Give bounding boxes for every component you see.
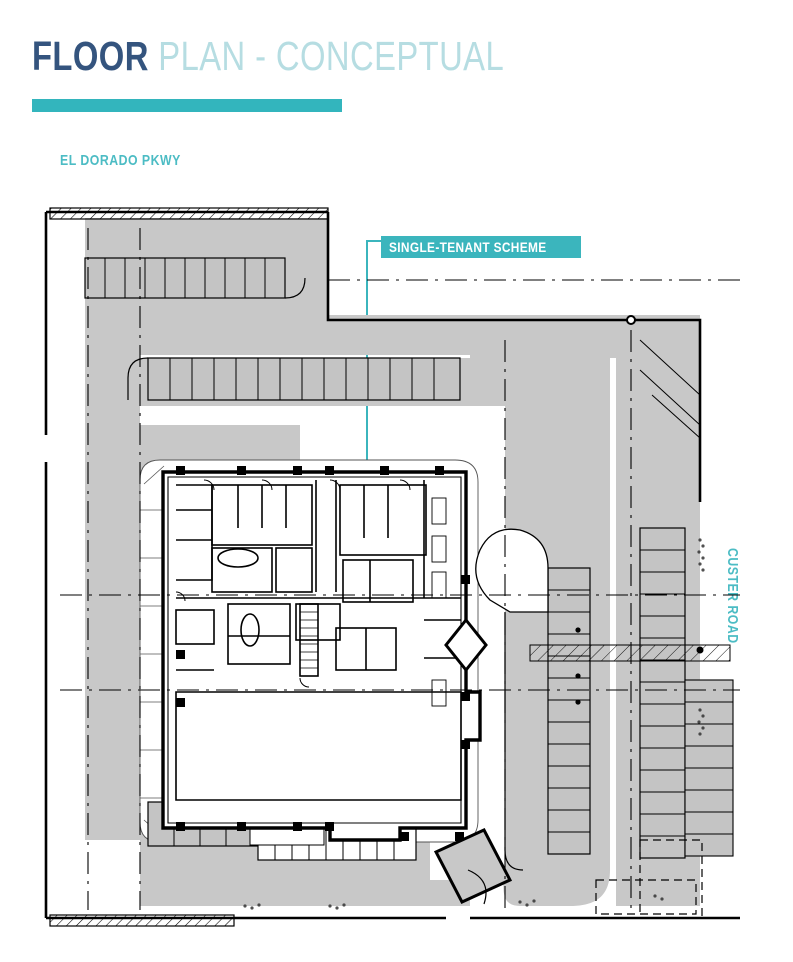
- structural-columns: [176, 466, 470, 841]
- site-node-marker: [626, 315, 636, 325]
- striped-crossing-band: [529, 644, 731, 662]
- main-entry-plaza: [433, 828, 513, 905]
- page-title: FLOOR PLAN - CONCEPTUAL: [32, 34, 592, 114]
- callout-label: SINGLE-TENANT SCHEME: [389, 239, 547, 255]
- title-primary: FLOOR: [32, 33, 149, 79]
- landscape-shrubs: [243, 538, 705, 910]
- street-label-el-dorado-pkwy: EL DORADO PKWY: [60, 152, 181, 169]
- sidewalk-hatch-north: [49, 207, 329, 220]
- ne-striping: [639, 339, 701, 439]
- easement-outlines: [595, 839, 703, 919]
- site-plan-drawing: [0, 180, 793, 950]
- interior-partitions: [175, 480, 462, 801]
- site-plan-svg: [44, 207, 740, 927]
- callout-leader-line: [366, 240, 384, 472]
- property-lines: [60, 228, 740, 910]
- title-accent-rule: [32, 99, 342, 112]
- east-parking-row-outer: [639, 527, 734, 859]
- site-node-marker-east: [696, 646, 704, 654]
- east-parking-row-inner: [547, 567, 591, 855]
- building-footprint: [161, 470, 482, 842]
- title-text: FLOOR PLAN - CONCEPTUAL: [32, 33, 504, 79]
- east-entry-vestibule: [444, 617, 488, 673]
- north-parking-row: [84, 257, 286, 299]
- callout-single-tenant-scheme: SINGLE-TENANT SCHEME: [381, 236, 582, 258]
- second-parking-row: [127, 357, 461, 401]
- accessible-stall-symbols: [575, 627, 581, 705]
- sidewalk-hatch-south: [49, 914, 235, 927]
- title-secondary: PLAN - CONCEPTUAL: [148, 33, 505, 79]
